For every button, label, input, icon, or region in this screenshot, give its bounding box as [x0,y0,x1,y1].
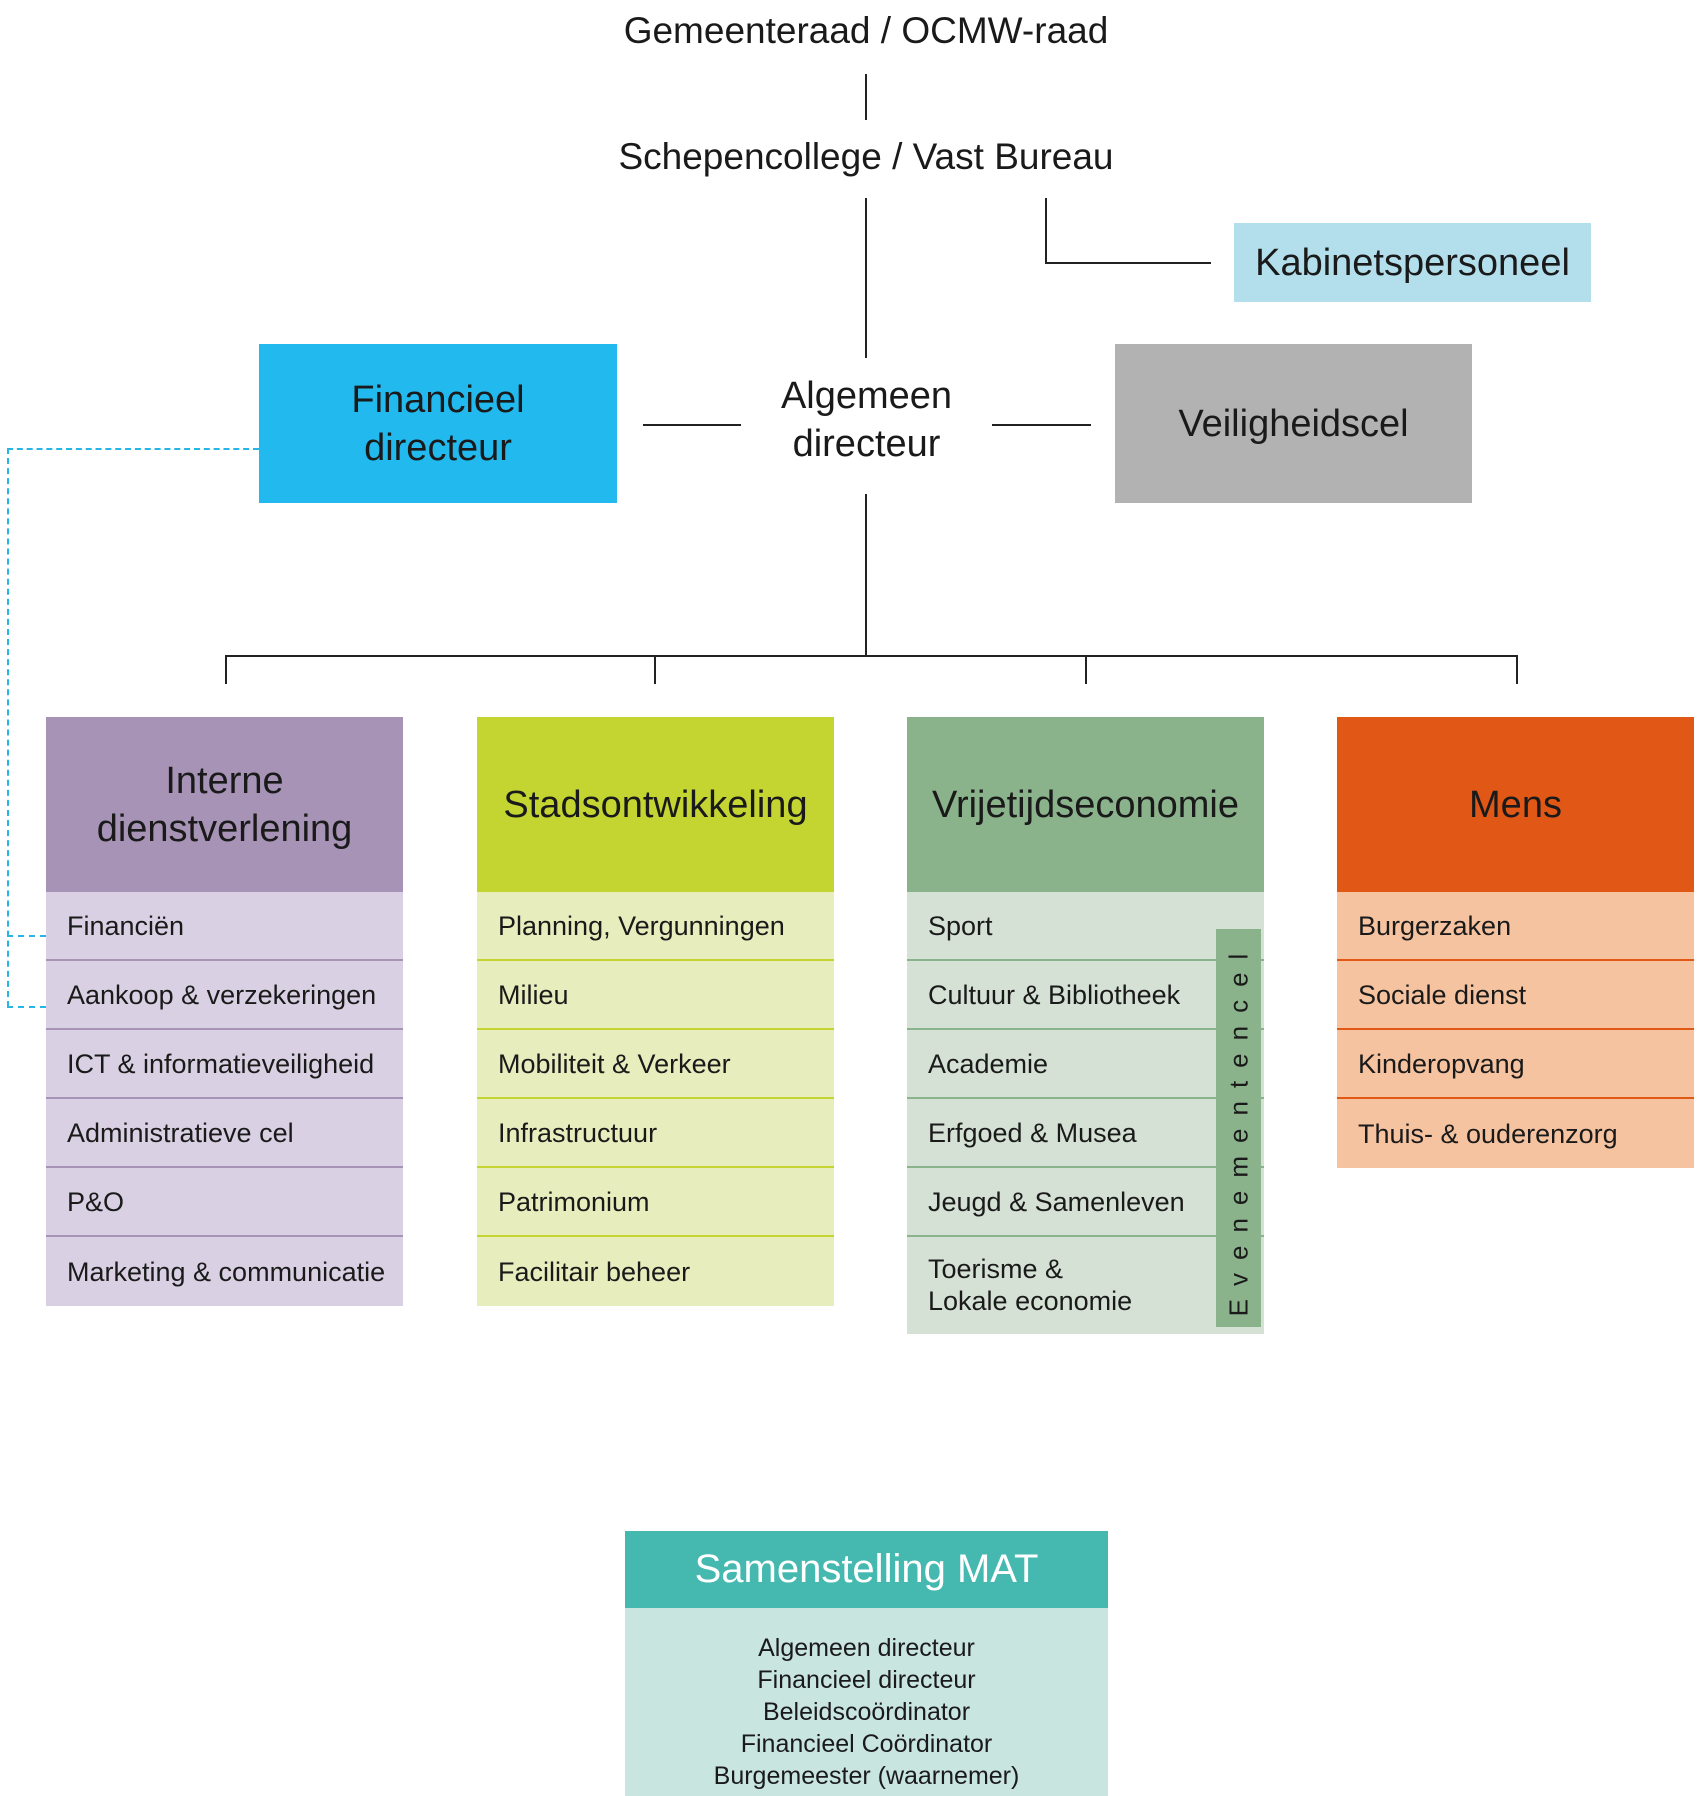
department-item-label: ICT & informatieveiligheid [67,1048,375,1079]
connector-line [225,655,1517,657]
financial-director-line1: Financieel [351,378,525,421]
department-item-label: Planning, Vergunningen [498,910,785,941]
department-item: Patrimonium [477,1168,834,1237]
connector-line [1045,262,1211,264]
security-cell-label: Veiligheidscel [1178,402,1409,445]
dashed-link [7,448,259,450]
department-item-label: Cultuur & Bibliotheek [928,979,1181,1010]
dashed-link [7,1006,46,1008]
department-item-label: Financiën [67,910,185,941]
department-item-label: Sport [928,910,993,941]
department-item: Cultuur & Bibliotheek [907,961,1264,1030]
department-title-line: Interne [165,759,284,802]
department-item-label: Administratieve cel [67,1117,294,1148]
department-title: Interne dienstverlening [46,717,403,892]
general-director-line2: directeur [792,423,941,465]
department-item: Kinderopvang [1337,1030,1694,1099]
department-title: Stadsontwikkeling [477,717,834,892]
department-item: Financiën [46,892,403,961]
department-item: Sociale dienst [1337,961,1694,1030]
department-item-label: Marketing & communicatie [67,1256,386,1287]
department-item: Marketing & communicatie [46,1237,403,1306]
department-item: Milieu [477,961,834,1030]
mat-members: Algemeen directeur Financieel directeur … [625,1608,1108,1796]
department-item-label: P&O [67,1186,125,1217]
department-item: Mobiliteit & Verkeer [477,1030,834,1099]
mat-composition-box: Samenstelling MAT Algemeen directeur Fin… [625,1531,1108,1796]
department-item-label: Patrimonium [498,1186,650,1217]
connector-line [225,655,227,684]
department-item-label: Burgerzaken [1358,910,1512,941]
cabinet-label: Kabinetspersoneel [1255,241,1570,284]
department-item: Toerisme & Lokale economie [907,1237,1264,1334]
mat-member: Financieel directeur [757,1666,976,1694]
department-item: Burgerzaken [1337,892,1694,961]
connector-line [865,198,867,358]
mat-title: Samenstelling MAT [625,1531,1108,1608]
department-title: Vrijetijdseconomie [907,717,1264,892]
evenementencel-bar: Evenementencel [1216,929,1261,1327]
department-item: Thuis- & ouderenzorg [1337,1099,1694,1168]
department-item: Planning, Vergunningen [477,892,834,961]
mat-member: Algemeen directeur [758,1634,975,1662]
department-item: Infrastructuur [477,1099,834,1168]
department-item-label: Toerisme & Lokale economie [928,1254,1133,1316]
financial-director-box: Financieel directeur [259,344,617,503]
connector-line [865,74,867,120]
general-director-line1: Algemeen [780,375,953,417]
evenementencel-label: Evenementencel [1223,940,1253,1316]
department-item-label: Mobiliteit & Verkeer [498,1048,731,1079]
mat-member: Financieel Coördinator [740,1730,993,1758]
department-title-line: dienstverlening [96,807,353,850]
mat-member: Burgemeester (waarnemer) [713,1762,1020,1790]
cabinet-box: Kabinetspersoneel [1234,223,1591,302]
department-item: Academie [907,1030,1264,1099]
department-title: Mens [1337,717,1694,892]
department-item: Administratieve cel [46,1099,403,1168]
college-label: Schepencollege / Vast Bureau [618,136,1114,177]
mat-member: Beleidscoördinator [762,1698,971,1726]
dashed-link [7,935,46,937]
department-item-label: Aankoop & verzekeringen [67,979,377,1010]
department-item-label: Erfgoed & Musea [928,1117,1137,1148]
department-item-label: Sociale dienst [1358,979,1527,1010]
connector-line [1045,198,1047,263]
department-item: Facilitair beheer [477,1237,834,1306]
department-item-label: Facilitair beheer [498,1256,691,1287]
council-label: Gemeenteraad / OCMW-raad [623,10,1109,51]
department-title-line: Mens [1469,783,1562,826]
department-item-label: Academie [928,1048,1049,1079]
general-director: Algemeen directeur [741,370,992,470]
financial-director-line2: directeur [364,426,512,469]
connector-line [654,655,656,684]
connector-line [1516,655,1518,684]
connector-line [643,424,741,426]
connector-line [992,424,1091,426]
department-item-label: Kinderopvang [1358,1048,1525,1079]
department-item: ICT & informatieveiligheid [46,1030,403,1099]
department-item: Sport [907,892,1264,961]
department-item: Jeugd & Samenleven [907,1168,1264,1237]
department-item-label: Milieu [498,979,569,1010]
department-item-label: Thuis- & ouderenzorg [1358,1118,1618,1149]
department-item-label: Infrastructuur [498,1117,658,1148]
department-item: P&O [46,1168,403,1237]
connector-line [1085,655,1087,684]
department-item: Aankoop & verzekeringen [46,961,403,1030]
dashed-link [7,448,9,1007]
department-title-line: Vrijetijdseconomie [932,783,1239,826]
department-item-label: Jeugd & Samenleven [928,1186,1185,1217]
department-title-line: Stadsontwikkeling [503,783,808,826]
security-cell-box: Veiligheidscel [1115,344,1472,503]
department-item: Erfgoed & Musea [907,1099,1264,1168]
connector-line [865,494,867,656]
